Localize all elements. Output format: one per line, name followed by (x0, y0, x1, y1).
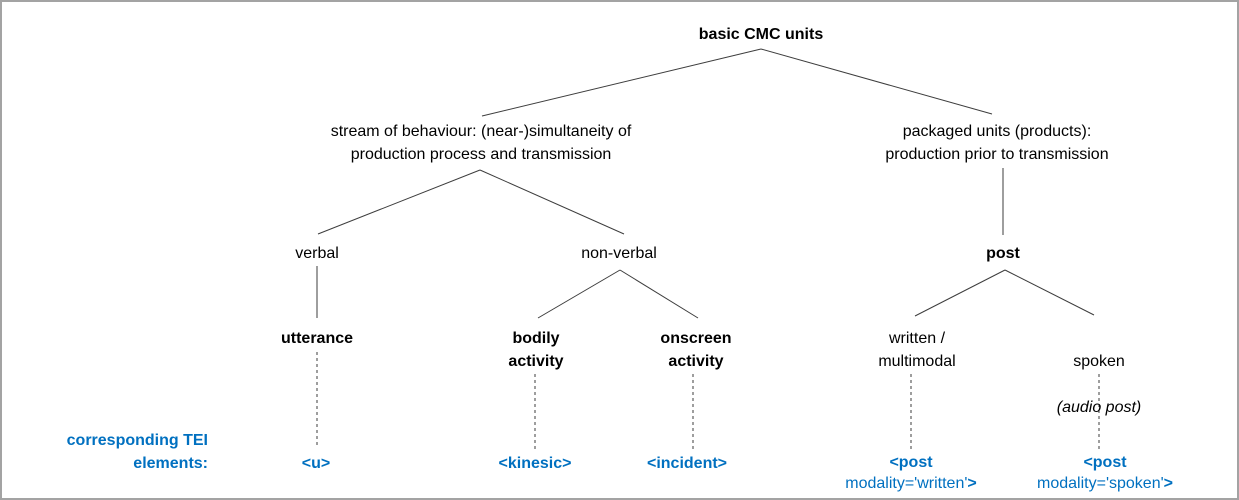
tei-post-spoken-close: > (1163, 475, 1173, 492)
node-packaged-units: packaged units (products): production pr… (885, 123, 1109, 163)
tei-element-u: <u> (301, 455, 331, 472)
tei-element-post-spoken: <post modality='spoken'> (1037, 452, 1173, 494)
node-post: post (986, 245, 1020, 262)
node-verbal: verbal (295, 245, 339, 262)
node-spoken-note: (audio post) (1056, 399, 1142, 416)
node-basic-cmc-units: basic CMC units (698, 26, 824, 43)
tei-post-written-attr-line: modality='written'> (845, 473, 977, 494)
tei-post-spoken-attr-line: modality='spoken'> (1037, 473, 1173, 494)
connector-stream-verbal (317, 169, 481, 235)
connector-post-written (914, 269, 1006, 317)
node-non-verbal: non-verbal (581, 245, 657, 262)
connector-root-packaged (760, 48, 993, 115)
tei-element-post-written: <post modality='written'> (845, 452, 977, 494)
tei-post-written-close: > (967, 475, 977, 492)
node-onscreen-activity: onscreen activity (660, 330, 732, 370)
node-spoken-label: spoken (1073, 353, 1125, 370)
connector-nonverbal-bodily (537, 269, 621, 319)
tei-post-written-open: <post (889, 454, 933, 471)
connector-stream-nonverbal (479, 169, 625, 235)
connector-nonverbal-onscreen (619, 269, 699, 319)
tei-post-spoken-open: <post (1083, 454, 1127, 471)
connector-root-stream (481, 48, 762, 117)
tei-element-kinesic: <kinesic> (498, 455, 572, 472)
tei-element-incident: <incident> (646, 455, 728, 472)
node-spoken: spoken (audio post) (1057, 327, 1142, 442)
node-bodily-activity: bodily activity (508, 330, 564, 370)
tei-caption: corresponding TEI elements: (66, 432, 208, 472)
connector-post-spoken (1004, 269, 1095, 316)
node-utterance: utterance (280, 330, 354, 347)
tei-post-written-attr: modality='written' (845, 475, 968, 492)
node-stream-of-behaviour: stream of behaviour: (near-)simultaneity… (330, 123, 632, 163)
tei-post-spoken-attr: modality='spoken' (1037, 475, 1164, 492)
node-written-multimodal: written / multimodal (878, 330, 956, 370)
